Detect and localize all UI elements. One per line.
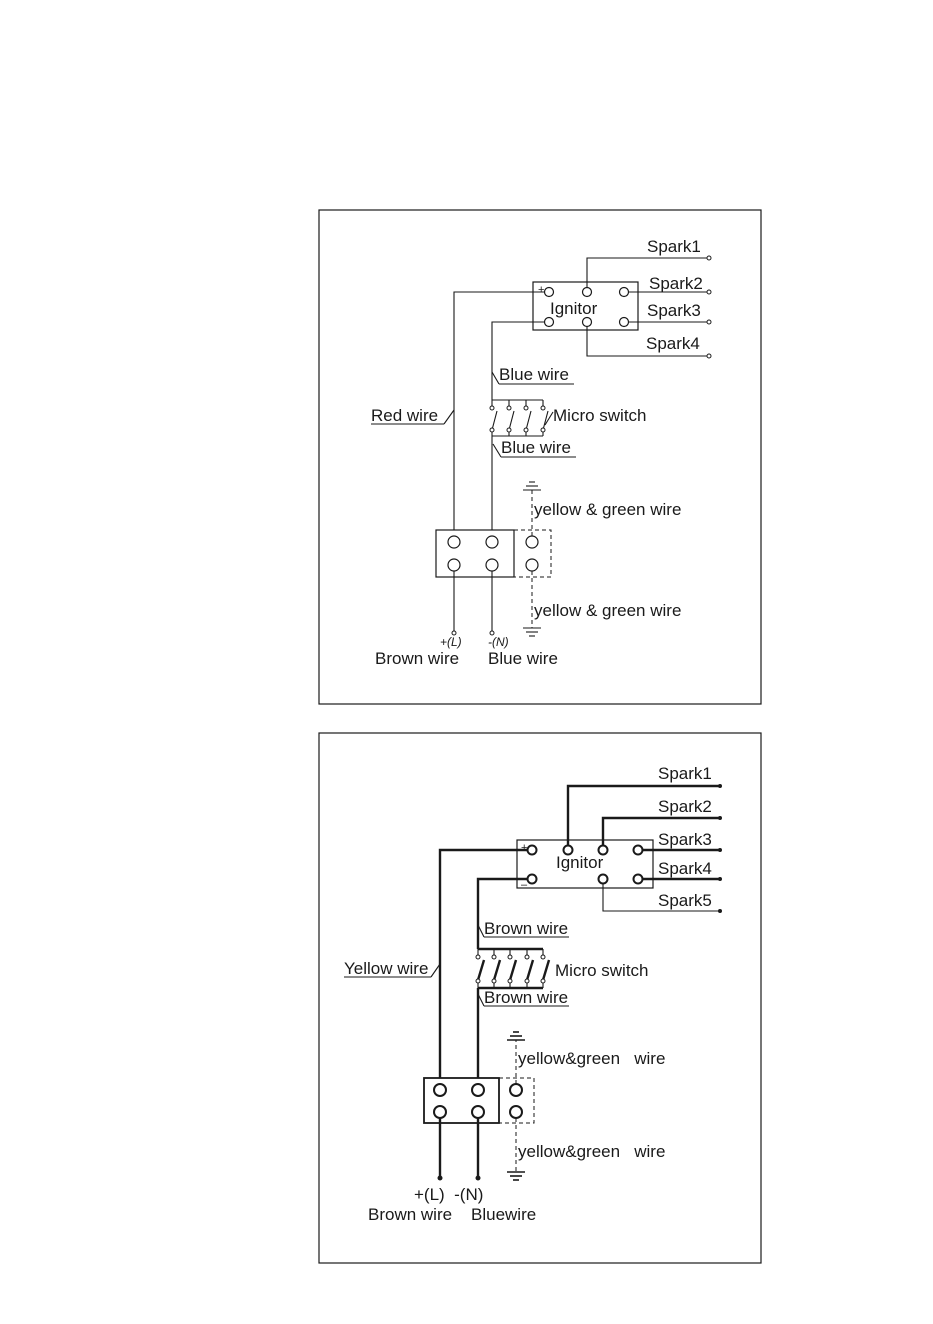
terminal-screw [447, 558, 461, 572]
spark2-label: Spark2 [658, 797, 712, 816]
spark1-wire [566, 784, 720, 845]
ground-icon [507, 1031, 525, 1041]
blue-wire-label: Blue wire [488, 649, 558, 668]
earth-terminal-2 [498, 1077, 535, 1124]
yg-wire-bottom-label: yellow & green wire [534, 601, 681, 620]
spark-end [718, 784, 722, 788]
red-wire-label: Red wire [371, 406, 438, 425]
terminal-screw [433, 1105, 447, 1119]
lead-end [489, 630, 495, 636]
ignitor-terminal [632, 873, 644, 885]
diagram-2: + – Ignitor Spark1 Spark2 Spark3 Spark4 … [318, 732, 762, 1264]
spark-end [706, 255, 712, 261]
terminal-screw [485, 558, 499, 572]
leader-line [443, 409, 455, 425]
yg-wire-top-label: yellow & green wire [534, 500, 681, 519]
blue-wire-label: Bluewire [471, 1205, 536, 1224]
blue-wire-bottom-label: Blue wire [501, 438, 571, 457]
terminal-screw [433, 1083, 447, 1097]
spark4-wire [586, 327, 708, 357]
diagram-1: + Ignitor Spark1 Spark2 Spark3 Spark4 Re… [318, 209, 762, 705]
terminal-screw [447, 535, 461, 549]
terminal-screw [471, 1105, 485, 1119]
leader-line [491, 371, 500, 385]
spark3-label: Spark3 [658, 830, 712, 849]
leader-line [544, 411, 554, 426]
spark-end [718, 909, 722, 913]
spark1-label: Spark1 [647, 237, 701, 256]
spark1-label: Spark1 [658, 764, 712, 783]
spark2-label: Spark2 [649, 274, 703, 293]
lead-end [451, 630, 457, 636]
micro-switch-2 [475, 947, 551, 990]
brown-wire-bottom-label: Brown wire [484, 988, 568, 1007]
brown-wire-top-label: Brown wire [484, 919, 568, 938]
spark-end [706, 353, 712, 359]
brown-wire-label: Brown wire [375, 649, 459, 668]
leader-line [477, 924, 485, 938]
ignitor-label: Ignitor [556, 853, 604, 872]
red-wire [453, 291, 544, 536]
blue-wire-top-label: Blue wire [499, 365, 569, 384]
yg-wire-top-label: yellow&green wire [518, 1049, 665, 1068]
lead-end [475, 1175, 481, 1181]
neutral-label: -(N) [488, 635, 509, 649]
ignitor-terminal [543, 286, 555, 298]
spark-end [718, 877, 722, 881]
ignitor-terminal [618, 286, 630, 298]
micro-switch-1 [489, 399, 549, 437]
brown-wire-label: Brown wire [368, 1205, 452, 1224]
spark3-label: Spark3 [647, 301, 701, 320]
blue-wire-top [491, 321, 544, 400]
ignitor-terminal [618, 316, 630, 328]
ignitor-label: Ignitor [550, 299, 598, 318]
diagram-2-frame [318, 732, 762, 1264]
ignitor-minus-label: – [521, 879, 528, 891]
leader-line [430, 963, 441, 978]
ignitor-plus-label: + [538, 284, 544, 296]
ground-icon [523, 481, 541, 491]
ground-icon [507, 1171, 525, 1181]
leader-line [492, 443, 502, 458]
yellow-wire [438, 848, 527, 1084]
yg-wire-bottom-label: yellow&green wire [518, 1142, 665, 1161]
spark4-label: Spark4 [658, 859, 712, 878]
terminal-screw [485, 535, 499, 549]
spark-end [706, 319, 712, 325]
ignitor-terminal [581, 316, 593, 328]
spark-end [718, 816, 722, 820]
live-neutral-label: +(L) -(N) [414, 1185, 483, 1204]
ignitor-terminal [581, 286, 593, 298]
ignitor-plus-label: + [521, 842, 527, 854]
ignitor-terminal [526, 873, 538, 885]
leader-line [477, 993, 485, 1007]
terminal-screw [525, 535, 539, 549]
terminal-screw [525, 558, 539, 572]
spark4-label: Spark4 [646, 334, 700, 353]
ground-icon [523, 627, 541, 637]
micro-switch-label: Micro switch [553, 406, 647, 425]
spark-end [718, 848, 722, 852]
ignitor-terminal [562, 844, 574, 856]
terminal-block-1 [435, 529, 515, 578]
live-label: +(L) [440, 635, 462, 649]
spark5-wire [602, 884, 720, 912]
spark2-wire [601, 816, 720, 845]
spark1-wire [586, 257, 708, 287]
lead-end [437, 1175, 443, 1181]
micro-switch-label: Micro switch [555, 961, 649, 980]
ignitor-box-2 [516, 839, 654, 889]
spark-end [706, 289, 712, 295]
ignitor-terminal [632, 844, 644, 856]
terminal-screw [471, 1083, 485, 1097]
spark5-label: Spark5 [658, 891, 712, 910]
ignitor-terminal [543, 316, 555, 328]
ignitor-terminal [597, 873, 609, 885]
ignitor-terminal [597, 844, 609, 856]
ignitor-terminal [526, 844, 538, 856]
terminal-screw [509, 1105, 523, 1119]
terminal-screw [509, 1083, 523, 1097]
yellow-wire-label: Yellow wire [344, 959, 428, 978]
